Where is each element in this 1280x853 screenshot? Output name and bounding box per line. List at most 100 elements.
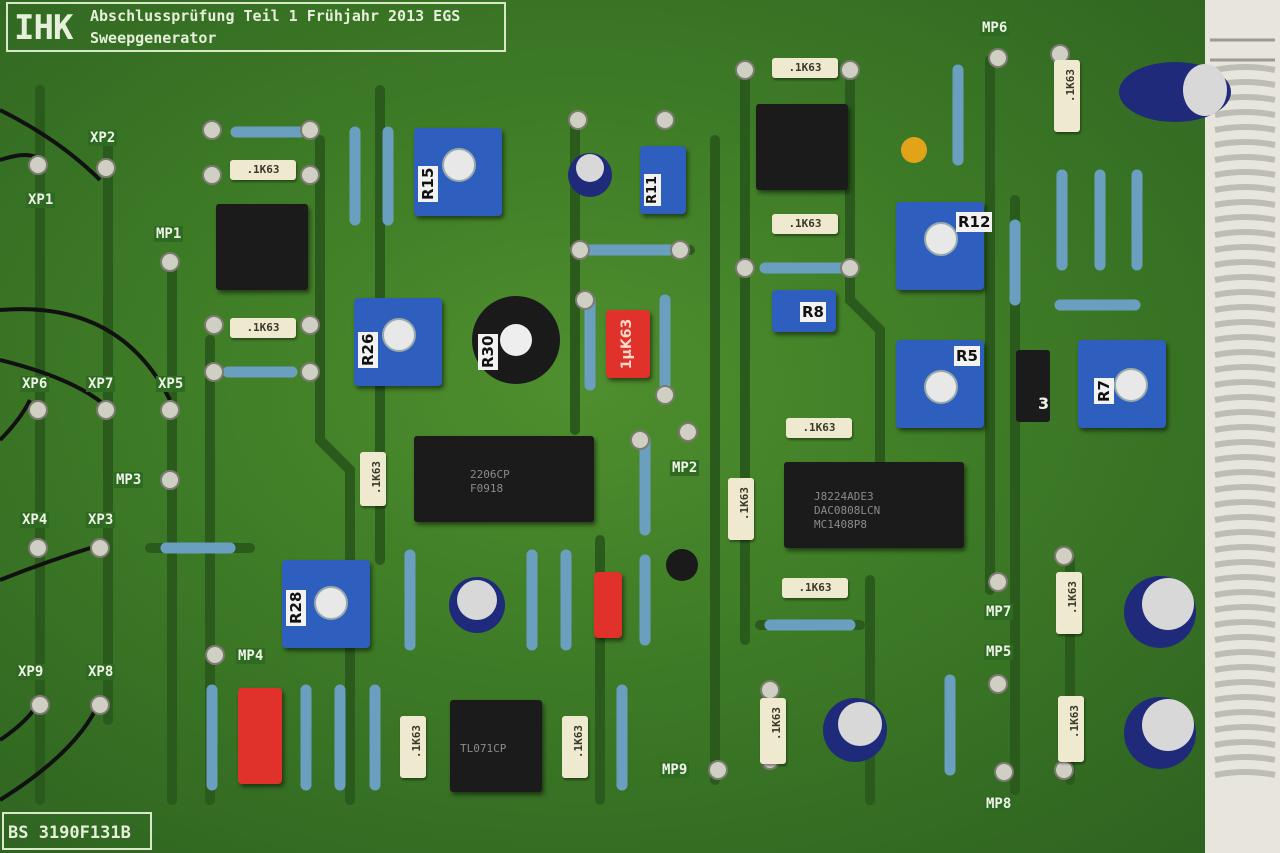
connector-spring: [1214, 109, 1276, 118]
film-capacitor: .1K63: [760, 698, 786, 764]
trimmer-knob-icon[interactable]: [382, 318, 416, 352]
solder-pad: [575, 290, 595, 310]
test-point-label: MP8: [984, 796, 1014, 812]
trimmer-potentiometer[interactable]: R15: [414, 128, 502, 216]
trimmer-potentiometer[interactable]: R12: [896, 202, 993, 290]
connector-spring: [1214, 439, 1276, 448]
solder-pad: [28, 538, 48, 558]
board-id: BS 3190F131B: [2, 812, 152, 850]
solder-pad: [202, 165, 222, 185]
connector-spring: [1214, 289, 1276, 298]
test-point-label: MP6: [980, 20, 1010, 36]
film-capacitor: .1K63: [786, 418, 852, 438]
jumper-label: 3: [1038, 394, 1050, 413]
film-capacitor: .1K63: [562, 716, 588, 778]
solder-pad: [90, 538, 110, 558]
trimmer-knob-icon[interactable]: [1114, 368, 1148, 402]
jumper-header[interactable]: 3: [1016, 350, 1050, 422]
solder-pad: [760, 680, 780, 700]
trimmer-label: R30: [478, 333, 498, 370]
test-point-label: XP9: [16, 664, 46, 680]
connector-spring: [1214, 169, 1276, 178]
connector-spring: [1214, 514, 1276, 523]
connector-spring: [1214, 394, 1276, 403]
film-capacitor: .1K63: [1054, 60, 1080, 132]
connector-spring: [1214, 484, 1276, 493]
trimmer-potentiometer[interactable]: R5: [896, 340, 984, 428]
solder-pad: [840, 258, 860, 278]
film-capacitor: .1K63: [1058, 696, 1084, 762]
film-capacitor: .1K63: [1056, 572, 1082, 634]
trimmer-knob-icon[interactable]: [314, 586, 348, 620]
ic-dip8: [216, 204, 308, 290]
solder-pad: [160, 400, 180, 420]
connector-spring: [1214, 379, 1276, 388]
connector-spring: [1214, 529, 1276, 538]
connector-spring: [1214, 709, 1276, 718]
trimmer-potentiometer[interactable]: R8: [772, 290, 836, 332]
connector-spring: [1214, 664, 1276, 673]
solder-pad: [300, 165, 320, 185]
connector-spring: [1214, 184, 1276, 193]
connector-spring: [1214, 124, 1276, 133]
solder-pad: [988, 48, 1008, 68]
ic-dac0808: J8224ADE3 DAC0808LCN MC1408P8: [784, 462, 964, 548]
connector-spring: [1214, 589, 1276, 598]
connector-spring: [1214, 574, 1276, 583]
test-point-label: XP8: [86, 664, 116, 680]
solder-pad: [994, 762, 1014, 782]
solder-pad: [655, 385, 675, 405]
trimmer-potentiometer[interactable]: R7: [1078, 340, 1166, 428]
connector-spring: [1214, 304, 1276, 313]
connector-spring: [1214, 244, 1276, 253]
solder-pad: [655, 110, 675, 130]
solder-pad: [90, 695, 110, 715]
solder-pad: [96, 400, 116, 420]
trimmer-knob-icon[interactable]: [924, 222, 958, 256]
test-point-label: MP3: [114, 472, 144, 488]
test-point-label: XP5: [156, 376, 186, 392]
connector-spring: [1214, 754, 1276, 763]
film-capacitor: .1K63: [400, 716, 426, 778]
connector-spring: [1214, 769, 1276, 778]
solder-pad: [28, 400, 48, 420]
film-capacitor: .1K63: [772, 58, 838, 78]
ic-tl071: TL071CP: [450, 700, 542, 792]
ic-xr2206: 2206CP F0918: [414, 436, 594, 522]
solder-pad: [1054, 546, 1074, 566]
solder-pad: [735, 60, 755, 80]
solder-pad: [202, 120, 222, 140]
solder-pad: [96, 158, 116, 178]
ic-dip8: [756, 104, 848, 190]
film-capacitor: .1K63: [772, 214, 838, 234]
test-point-label: XP6: [20, 376, 50, 392]
connector-spring: [1214, 679, 1276, 688]
connector-spring: [1214, 499, 1276, 508]
test-point-label: MP4: [236, 648, 266, 664]
solder-pad: [670, 240, 690, 260]
connector-spring: [1214, 559, 1276, 568]
trimmer-potentiometer[interactable]: R11: [640, 146, 686, 214]
test-point-label: MP5: [984, 644, 1014, 660]
test-point-label: XP2: [88, 130, 118, 146]
film-capacitor: .1K63: [360, 452, 386, 506]
connector-spring: [1214, 349, 1276, 358]
test-point-label: MP1: [154, 226, 184, 242]
trimmer-knob-icon[interactable]: [924, 370, 958, 404]
connector-spring: [1214, 454, 1276, 463]
solder-pad: [988, 572, 1008, 592]
solder-pad: [1054, 760, 1074, 780]
connector-spring: [1214, 649, 1276, 658]
trimmer-potentiometer[interactable]: R28: [282, 560, 370, 648]
connector-spring: [1214, 139, 1276, 148]
trimmer-potentiometer[interactable]: R26: [354, 298, 442, 386]
red-film-capacitor: [594, 572, 622, 638]
solder-pad: [300, 315, 320, 335]
solder-pad: [708, 760, 728, 780]
trimmer-knob-icon[interactable]: [442, 148, 476, 182]
connector-spring: [1214, 619, 1276, 628]
connector-spring: [1214, 214, 1276, 223]
connector-spring: [1214, 229, 1276, 238]
